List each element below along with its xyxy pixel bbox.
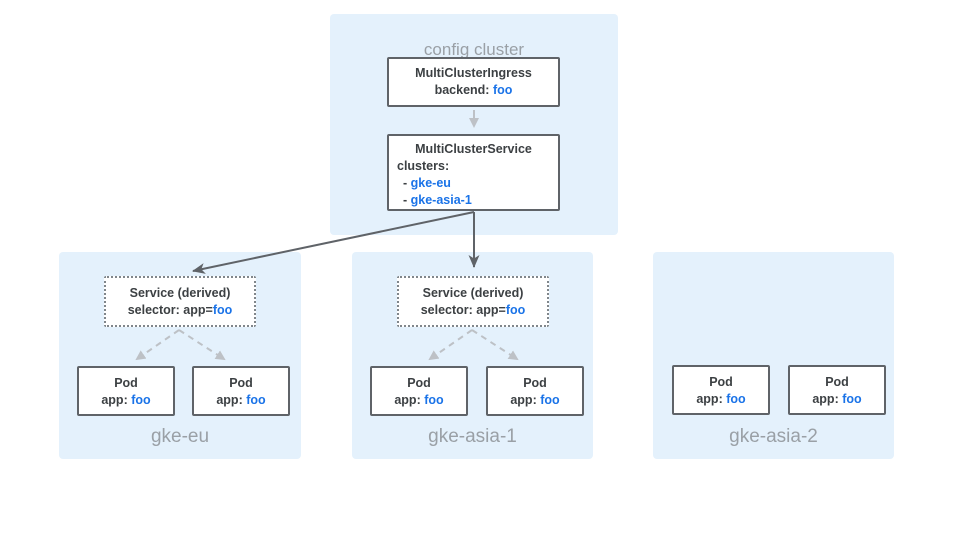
pod-node: Pod app: foo bbox=[672, 365, 770, 415]
pod-app-value: foo bbox=[424, 393, 444, 407]
pod-title: Pod bbox=[825, 375, 849, 389]
cluster-panel-gke-asia-2: Pod app: foo Pod app: foo gke-asia-2 bbox=[653, 252, 894, 459]
backend-value: foo bbox=[492, 83, 513, 97]
derived-service-title: Service (derived) bbox=[422, 286, 524, 300]
derived-service-node: Service (derived) selector: app=foo bbox=[104, 276, 256, 327]
pod-node: Pod app: foo bbox=[192, 366, 290, 416]
pod-app-label: app: foo bbox=[216, 393, 266, 407]
cluster-panel-gke-asia-1: Service (derived) selector: app=foo Pod … bbox=[352, 252, 593, 459]
multiclusterservice-cluster-item: - gke-eu bbox=[403, 176, 451, 190]
pod-title: Pod bbox=[523, 376, 547, 390]
derived-service-selector: selector: app=foo bbox=[127, 303, 233, 317]
cluster-name-label: gke-asia-2 bbox=[729, 426, 818, 447]
pod-app-value: foo bbox=[131, 393, 151, 407]
multiclusteringress-backend: backend: foo bbox=[434, 83, 513, 97]
pod-app-label: app: foo bbox=[394, 393, 444, 407]
pod-app-label: app: foo bbox=[812, 392, 862, 406]
pod-node: Pod app: foo bbox=[77, 366, 175, 416]
selector-value: foo bbox=[212, 303, 233, 317]
pod-node: Pod app: foo bbox=[486, 366, 584, 416]
cluster-item-name: gke-eu bbox=[410, 176, 451, 190]
pod-app-value: foo bbox=[540, 393, 560, 407]
multiclusteringress-node: MultiClusterIngress backend: foo bbox=[387, 57, 560, 107]
pod-title: Pod bbox=[407, 376, 431, 390]
config-cluster-label: config cluster bbox=[423, 40, 525, 59]
selector-value: foo bbox=[505, 303, 526, 317]
multiclusteringress-title: MultiClusterIngress bbox=[415, 66, 532, 80]
pod-title: Pod bbox=[229, 376, 253, 390]
pod-app-value: foo bbox=[842, 392, 862, 406]
pod-title: Pod bbox=[709, 375, 733, 389]
cluster-name-label: gke-asia-1 bbox=[428, 426, 517, 447]
multiclusterservice-clusters-label: clusters: bbox=[397, 159, 450, 173]
config-cluster-panel: config cluster MultiClusterIngress backe… bbox=[330, 14, 618, 235]
pod-app-label: app: foo bbox=[510, 393, 560, 407]
pod-app-label: app: foo bbox=[101, 393, 151, 407]
derived-service-selector: selector: app=foo bbox=[420, 303, 526, 317]
cluster-item-name: gke-asia-1 bbox=[410, 193, 472, 207]
pod-app-value: foo bbox=[246, 393, 266, 407]
multiclusterservice-node: MultiClusterService clusters: - gke-eu -… bbox=[387, 134, 560, 211]
pod-app-value: foo bbox=[726, 392, 746, 406]
multiclusterservice-title: MultiClusterService bbox=[415, 142, 532, 156]
derived-service-node: Service (derived) selector: app=foo bbox=[397, 276, 549, 327]
multiclusterservice-cluster-item: - gke-asia-1 bbox=[403, 193, 472, 207]
cluster-panel-gke-eu: Service (derived) selector: app=foo Pod … bbox=[59, 252, 301, 459]
pod-node: Pod app: foo bbox=[788, 365, 886, 415]
derived-service-title: Service (derived) bbox=[129, 286, 231, 300]
pod-app-label: app: foo bbox=[696, 392, 746, 406]
pod-title: Pod bbox=[114, 376, 138, 390]
cluster-name-label: gke-eu bbox=[150, 426, 210, 447]
pod-node: Pod app: foo bbox=[370, 366, 468, 416]
